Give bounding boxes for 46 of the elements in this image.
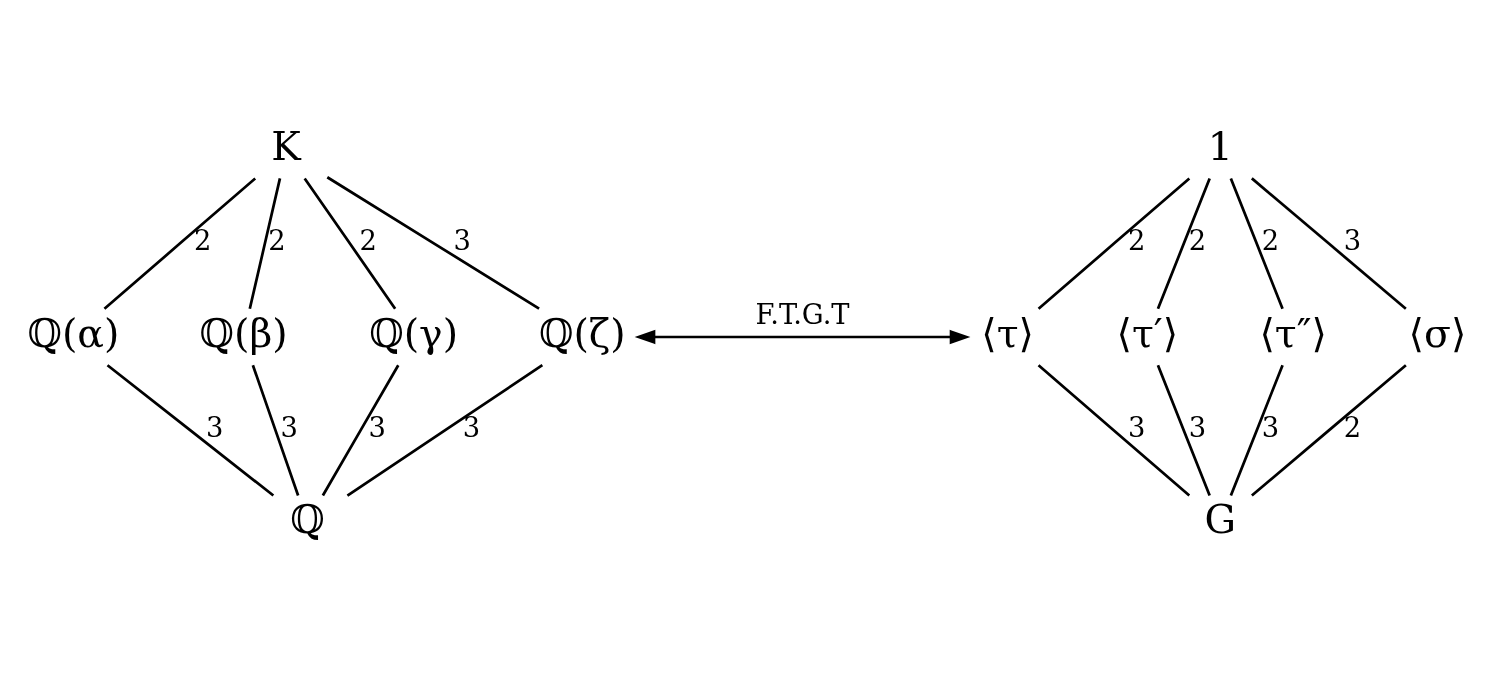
node-text: ⟨σ⟩ xyxy=(1408,309,1467,356)
edge-label: 2 xyxy=(1128,224,1146,256)
arrow xyxy=(634,329,971,344)
edge-label: 3 xyxy=(453,224,472,256)
connector xyxy=(1037,176,1191,310)
edge-label: 3 xyxy=(1188,411,1207,443)
node-text: ⟨τ⟩ xyxy=(981,309,1034,356)
edge-label: 3 xyxy=(1128,411,1146,443)
node-text: G xyxy=(1204,495,1237,542)
node-text: ⟨τ″⟩ xyxy=(1259,309,1327,356)
node-text: ℚ(α) xyxy=(27,309,120,356)
node-text: ℚ(ζ) xyxy=(539,309,626,356)
edge-label: 2 xyxy=(193,224,212,256)
connector xyxy=(251,364,300,496)
edge-label: 2 xyxy=(268,224,286,256)
connector xyxy=(326,175,540,310)
node-text: ⟨τ′⟩ xyxy=(1116,309,1179,356)
connector xyxy=(1229,177,1284,309)
edge-label: 2 xyxy=(1188,224,1207,256)
node-text: ℚ(γ) xyxy=(369,309,459,356)
edge-label: 3 xyxy=(462,411,481,443)
edge-label: 2 xyxy=(1261,224,1280,256)
connector xyxy=(1250,176,1407,310)
connector xyxy=(303,177,397,309)
node-text: ℚ(β) xyxy=(199,309,288,356)
connector xyxy=(1156,364,1211,496)
node-text: 1 xyxy=(1207,122,1233,169)
edge-label: 2 xyxy=(359,224,377,256)
connector xyxy=(103,176,257,310)
connector xyxy=(1037,363,1191,497)
node-text: ℚ xyxy=(290,495,325,542)
connector xyxy=(346,363,544,497)
edge-label: 3 xyxy=(368,411,386,443)
node-text: K xyxy=(271,122,301,169)
connector xyxy=(248,177,282,309)
connector xyxy=(321,364,400,496)
edge-label: 3 xyxy=(206,411,224,443)
edge-label: 3 xyxy=(1261,411,1280,443)
edge-label: 2 xyxy=(1343,411,1362,443)
edge-label: 3 xyxy=(280,411,298,443)
edge-label: 3 xyxy=(1343,224,1362,256)
connector xyxy=(106,363,275,497)
edge-label: F.T.G.T xyxy=(755,298,850,330)
connector xyxy=(1229,364,1284,496)
connector xyxy=(1156,177,1211,309)
connector xyxy=(1251,363,1407,497)
